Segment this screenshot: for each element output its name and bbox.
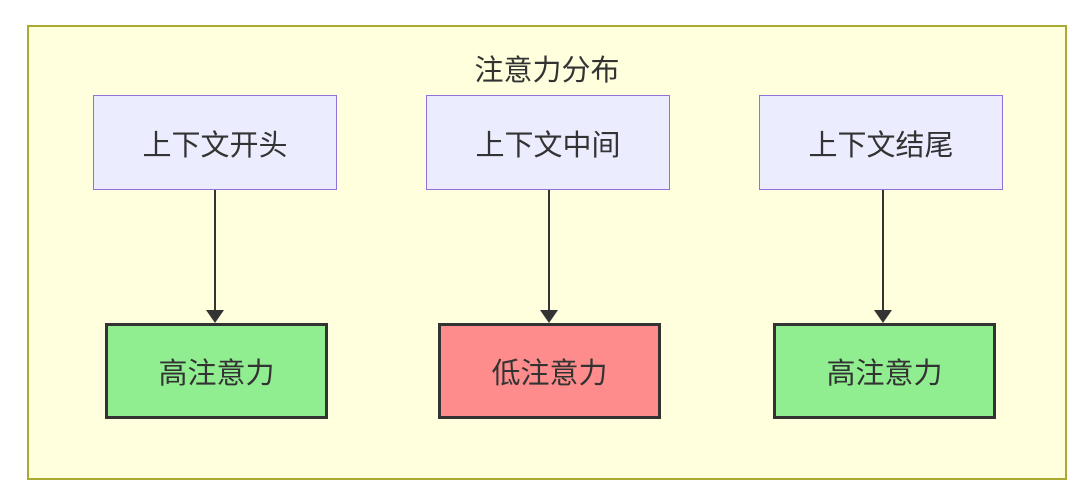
arrowhead-down-icon (874, 310, 892, 323)
edge-line (548, 190, 550, 312)
edge-line (882, 190, 884, 312)
node-high-attention-left-label: 高注意力 (158, 358, 275, 390)
edge-arrow-beginning (206, 190, 224, 323)
edge-arrow-middle (540, 190, 558, 323)
diagram-title: 注意力分布 (474, 55, 620, 87)
node-context-middle-label: 上下文中间 (475, 129, 621, 162)
node-low-attention: 低注意力 (438, 323, 661, 419)
node-high-attention-right: 高注意力 (773, 323, 996, 419)
arrowhead-down-icon (206, 310, 224, 323)
arrowhead-down-icon (540, 310, 558, 323)
attention-distribution-container: 注意力分布 上下文开头 上下文中间 上下文结尾 高注意力 低注意力 (27, 25, 1067, 480)
node-high-attention-left: 高注意力 (105, 323, 328, 419)
node-context-beginning: 上下文开头 (93, 95, 337, 190)
node-context-beginning-label: 上下文开头 (142, 129, 288, 162)
node-context-middle: 上下文中间 (426, 95, 670, 190)
node-context-end: 上下文结尾 (759, 95, 1003, 190)
node-low-attention-label: 低注意力 (491, 358, 608, 390)
edge-line (214, 190, 216, 312)
node-high-attention-right-label: 高注意力 (826, 358, 943, 390)
edge-arrow-end (874, 190, 892, 323)
node-context-end-label: 上下文结尾 (808, 129, 954, 162)
